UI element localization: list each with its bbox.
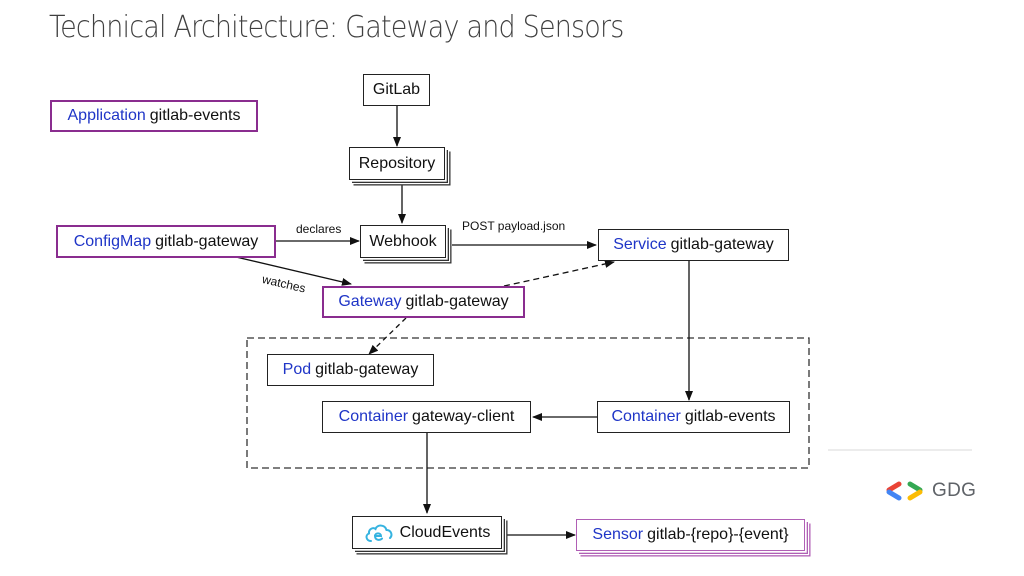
node-name: CloudEvents bbox=[399, 523, 491, 541]
pod-boundary bbox=[246, 337, 810, 469]
node-kind: Sensor bbox=[592, 526, 644, 543]
node-name: gateway-client bbox=[412, 408, 515, 425]
footer-divider bbox=[828, 449, 972, 451]
page-title: Technical Architecture: Gateway and Sens… bbox=[49, 10, 624, 45]
node-cloudevents[interactable]: CloudEvents bbox=[352, 516, 502, 549]
node-name: gitlab-gateway bbox=[315, 361, 419, 378]
node-kind: Service bbox=[613, 236, 667, 253]
gdg-brackets-icon bbox=[886, 481, 923, 501]
node-kind: Gateway bbox=[338, 293, 402, 310]
node-name: gitlab-events bbox=[684, 408, 776, 425]
cloudevents-icon bbox=[365, 524, 393, 542]
node-name: gitlab-gateway bbox=[155, 232, 259, 250]
node-application[interactable]: Application gitlab-events bbox=[50, 100, 258, 132]
node-sensor[interactable]: Sensor gitlab-{repo}-{event} bbox=[576, 519, 805, 551]
node-pod[interactable]: Pod gitlab-gateway bbox=[267, 354, 434, 386]
node-name: Repository bbox=[358, 154, 436, 172]
edge-label-post: POST payload.json bbox=[462, 219, 566, 233]
node-name: Webhook bbox=[369, 232, 437, 250]
node-repository[interactable]: Repository bbox=[349, 147, 445, 180]
node-webhook[interactable]: Webhook bbox=[360, 225, 446, 258]
node-kind: Container bbox=[611, 408, 681, 425]
node-gateway[interactable]: Gateway gitlab-gateway bbox=[322, 286, 525, 318]
gdg-logo: GDG bbox=[884, 480, 976, 502]
node-service[interactable]: Service gitlab-gateway bbox=[598, 229, 789, 261]
node-container-gitlab-events[interactable]: Container gitlab-events bbox=[597, 401, 790, 433]
node-kind: ConfigMap bbox=[73, 232, 152, 250]
node-configmap[interactable]: ConfigMap gitlab-gateway bbox=[56, 225, 276, 258]
edge-gateway-service bbox=[503, 260, 615, 287]
node-kind: Pod bbox=[282, 361, 312, 378]
node-name: gitlab-{repo}-{event} bbox=[647, 526, 789, 543]
node-kind: Application bbox=[67, 107, 146, 124]
node-gitlab[interactable]: GitLab bbox=[363, 74, 430, 106]
node-container-gateway-client[interactable]: Container gateway-client bbox=[322, 401, 531, 433]
node-kind: Container bbox=[338, 408, 409, 425]
edge-configmap-gateway bbox=[235, 256, 352, 286]
logo-text: GDG bbox=[932, 480, 977, 501]
edge-gateway-pod bbox=[368, 317, 407, 355]
node-name: GitLab bbox=[372, 81, 421, 98]
node-name: gitlab-gateway bbox=[670, 236, 774, 253]
node-name: gitlab-gateway bbox=[405, 293, 509, 310]
node-name: gitlab-events bbox=[149, 107, 241, 124]
edge-label-declares: declares bbox=[296, 222, 342, 236]
